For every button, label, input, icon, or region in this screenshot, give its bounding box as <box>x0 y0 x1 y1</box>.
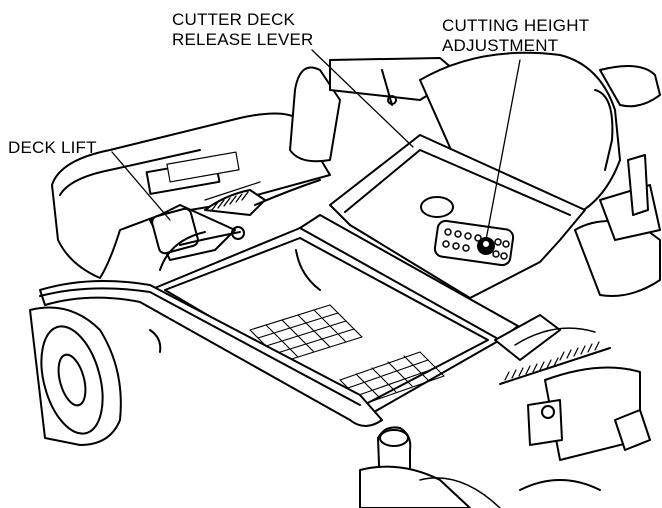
label-line: CUTTING HEIGHT <box>442 16 590 35</box>
label-deck-lift: DECK LIFT <box>8 138 97 157</box>
label-line: ADJUSTMENT <box>442 36 559 55</box>
label-cutter-deck-release-lever: CUTTER DECK RELEASE LEVER <box>172 10 314 50</box>
label-line: CUTTER DECK <box>172 10 296 29</box>
height-plate <box>329 134 586 299</box>
leader-lines <box>111 49 521 241</box>
right-frame <box>574 154 661 297</box>
left-fender <box>51 112 331 279</box>
right-springs <box>494 314 651 461</box>
right-caster-post <box>359 426 601 508</box>
front-tube <box>39 280 383 427</box>
deck-lift <box>149 179 321 271</box>
label-cutting-height-adjustment: CUTTING HEIGHT ADJUSTMENT <box>442 16 589 56</box>
label-line: RELEASE LEVER <box>172 30 314 49</box>
left-caster-wheel <box>29 306 162 446</box>
